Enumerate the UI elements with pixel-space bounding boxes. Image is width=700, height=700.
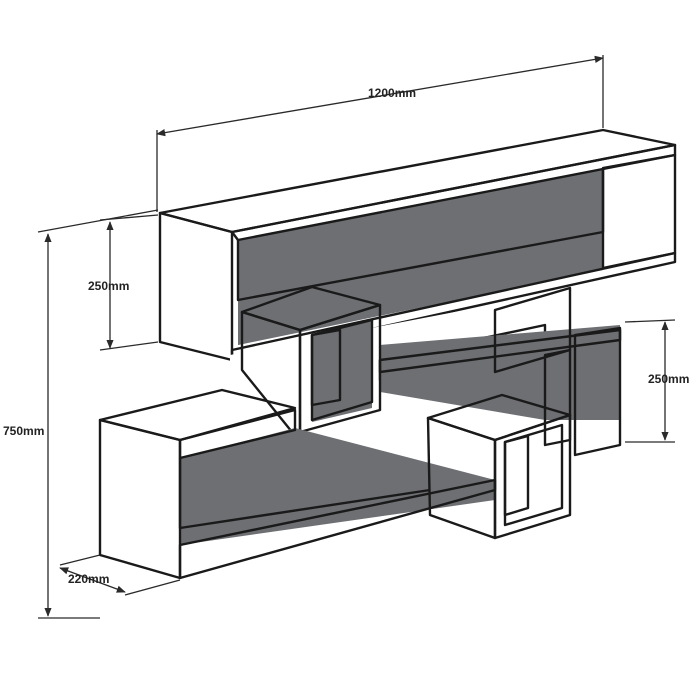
lower-cube-opening-side — [503, 434, 530, 517]
dimension-depth — [59, 554, 181, 596]
bottom-shelf-front-top-edge — [178, 408, 297, 460]
label-right-height: 250mm — [648, 372, 689, 386]
label-total-height: 750mm — [3, 424, 44, 438]
upper-small-cube — [240, 285, 382, 434]
lower-cube-front-frame — [493, 413, 572, 540]
dimension-total-height — [37, 209, 159, 619]
middle-shelf-divider-back — [493, 286, 572, 374]
upper-cube-front-frame — [298, 303, 382, 434]
bottom-shelf-inner-outline — [178, 458, 431, 530]
upper-cube-inner-back — [312, 320, 372, 422]
top-shelf-left-panel — [158, 211, 234, 362]
label-depth: 220mm — [68, 572, 109, 586]
top-shelf-inner-outline — [236, 168, 605, 302]
label-top-height: 250mm — [88, 279, 129, 293]
top-long-shelf — [158, 128, 677, 362]
bottom-shelf-inner-back — [180, 428, 495, 528]
bottom-long-shelf — [98, 388, 497, 580]
lower-small-cube — [426, 393, 572, 540]
upper-cube-opening-side — [310, 328, 342, 407]
top-shelf-inner-bottom — [238, 232, 603, 345]
middle-shelf-right-panel — [573, 326, 622, 457]
dimension-width — [156, 55, 604, 212]
dimension-right-height — [624, 319, 676, 443]
top-shelf-right-panel — [601, 153, 677, 270]
label-total-width: 1200mm — [368, 86, 416, 100]
bottom-shelf-left-panel — [98, 418, 182, 580]
